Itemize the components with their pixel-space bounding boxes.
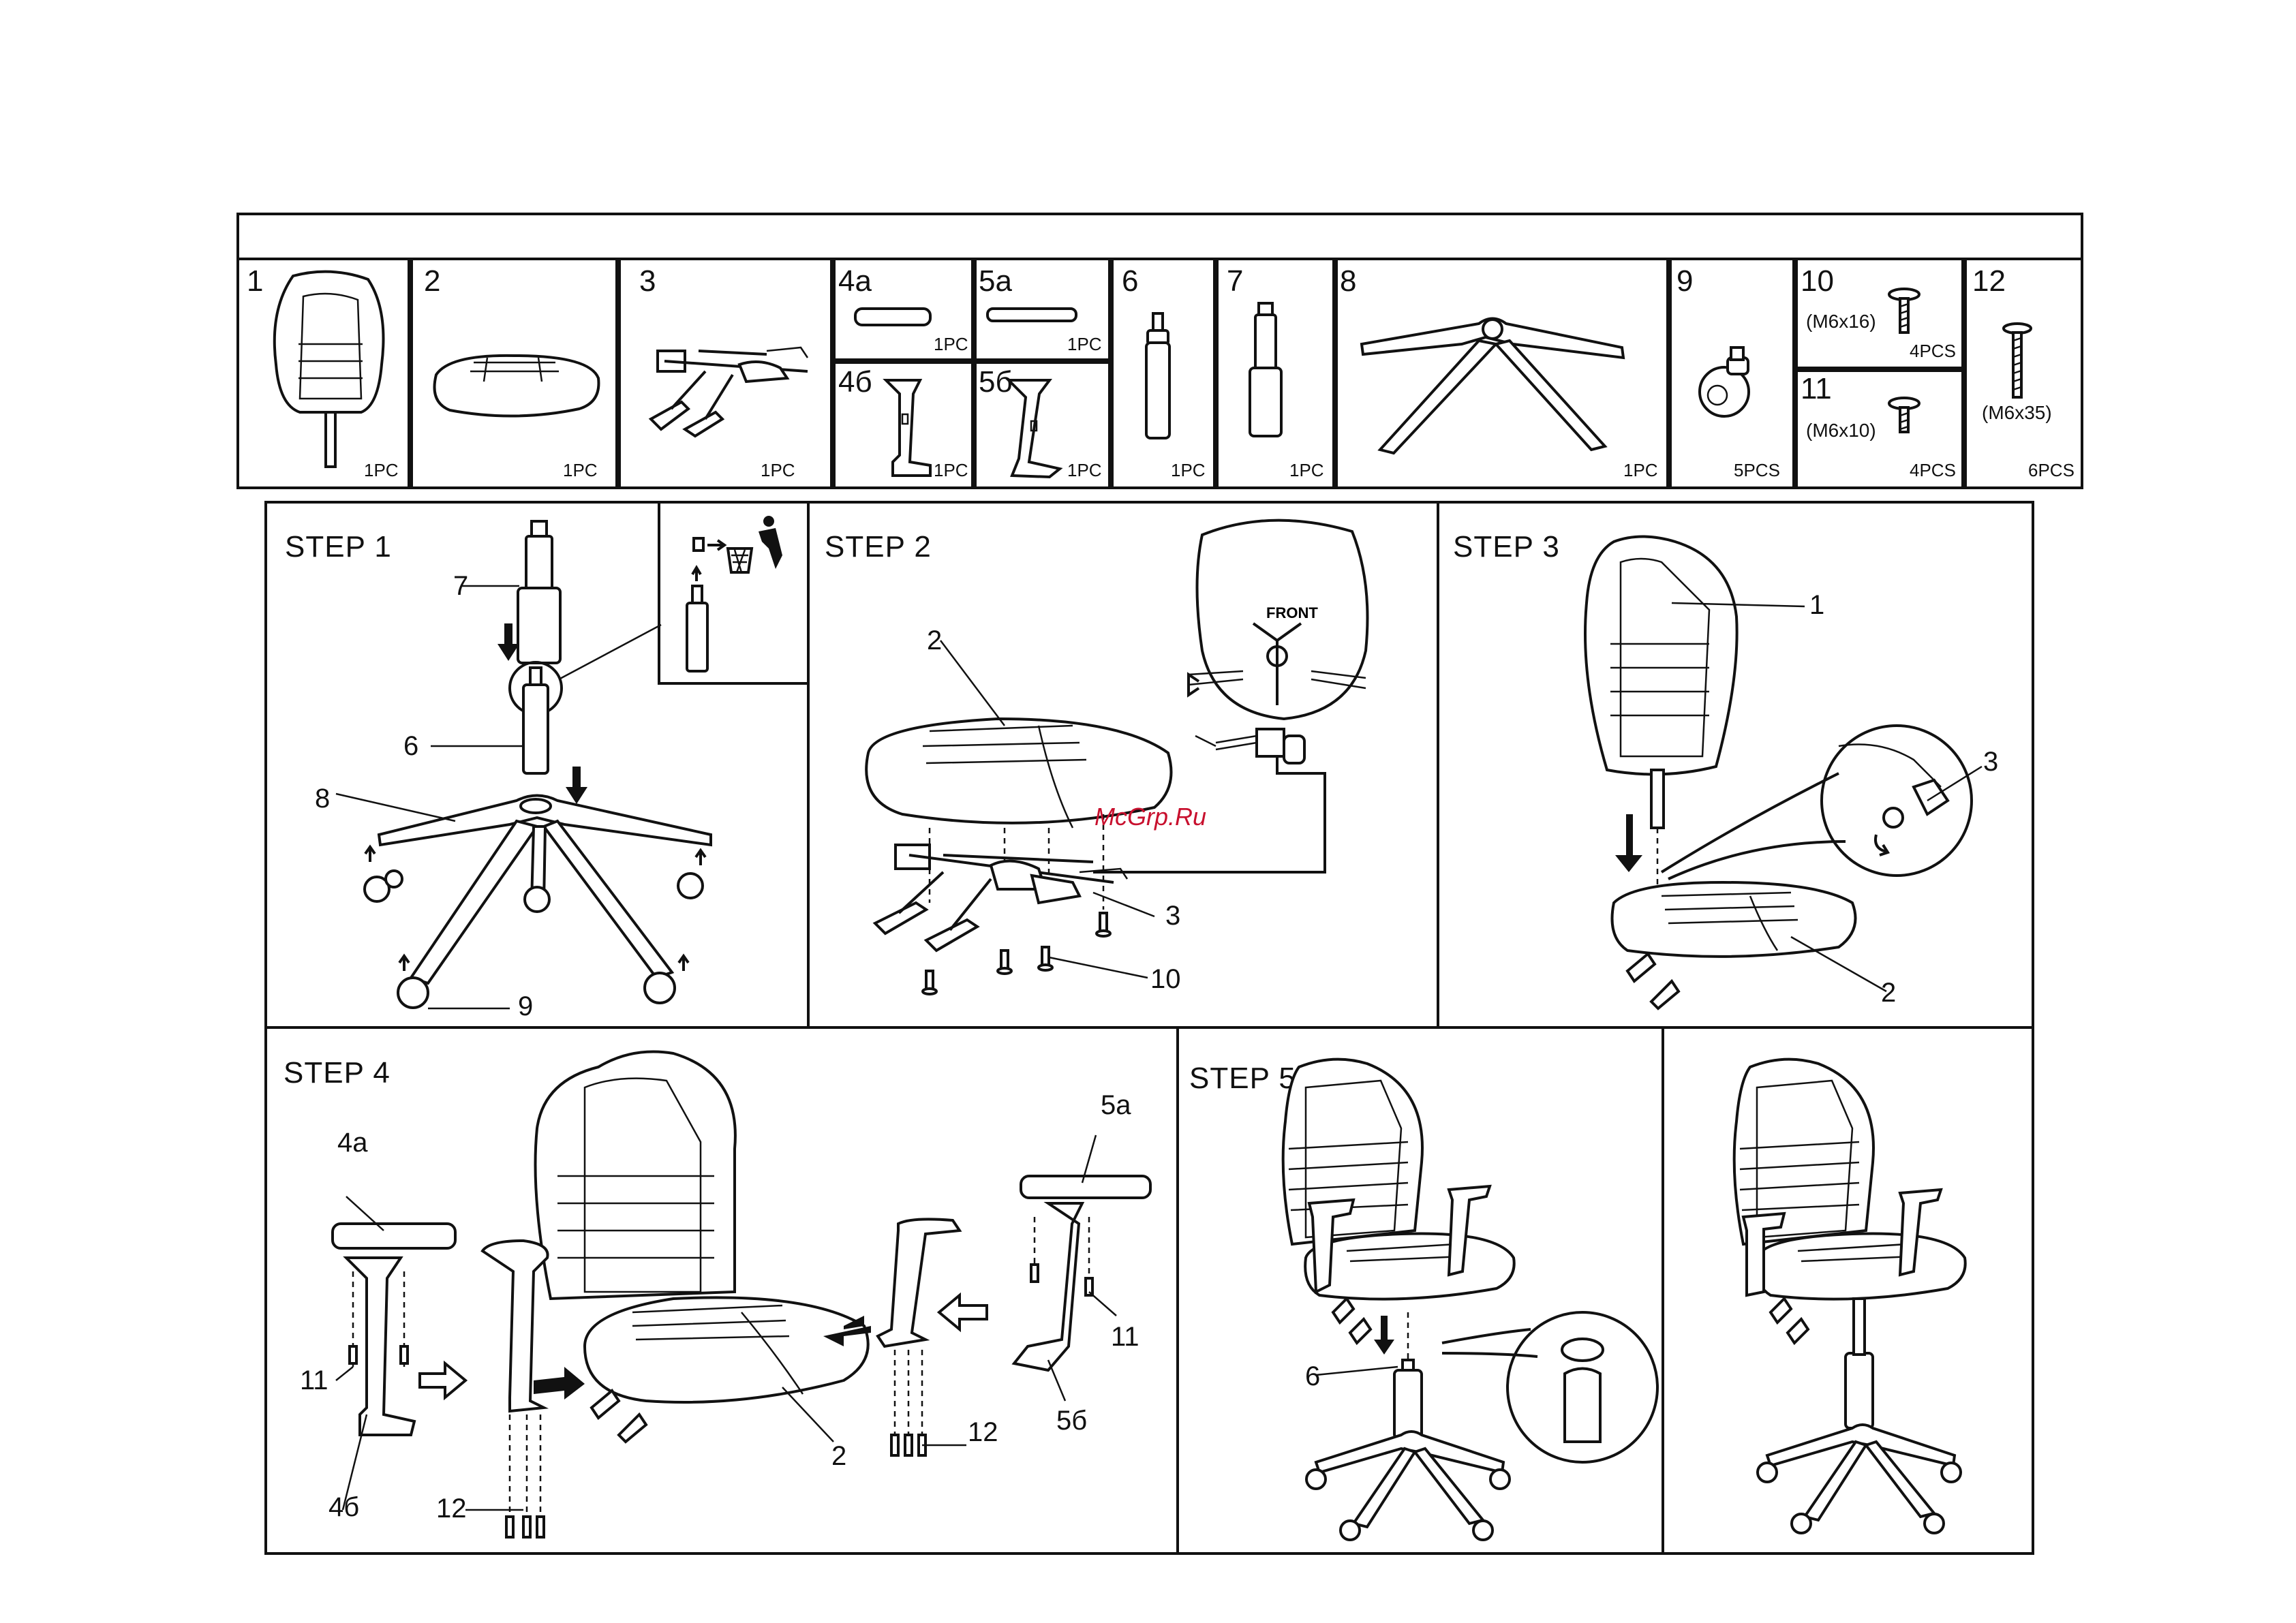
part-number-12: 12 [1972, 264, 2006, 298]
parts-divider [1666, 258, 1672, 489]
part-number-8: 8 [1340, 264, 1356, 298]
part-qty-9: 5PCS [1734, 460, 1780, 481]
parts-divider [1792, 367, 1963, 372]
part-number-9: 9 [1677, 264, 1693, 298]
backrest-illustration [266, 269, 395, 474]
step-4-callout-11-left: 11 [300, 1365, 328, 1396]
step-4-illustration [264, 1026, 1179, 1555]
part-number-4b: 4б [838, 365, 872, 399]
part-qty-3: 1PC [761, 460, 795, 481]
step-4-callout-5a: 5a [1101, 1090, 1131, 1121]
part-number-11: 11 [1801, 372, 1832, 406]
step-3-illustration [1437, 501, 2034, 1029]
caster-9-illustration [1690, 347, 1765, 422]
armrest-pad-5a-illustration [984, 305, 1080, 326]
part-qty-10: 4PCS [1910, 341, 1956, 362]
part-number-4a: 4a [838, 264, 872, 298]
part-number-3: 3 [639, 264, 656, 298]
part-spec-11: (M6x10) [1806, 420, 1876, 442]
parts-divider [1213, 258, 1219, 489]
step-4-callout-4b: 4б [328, 1492, 359, 1523]
part-spec-12: (M6x35) [1982, 402, 2052, 424]
parts-divider [971, 258, 977, 489]
parts-divider [830, 258, 836, 489]
part-number-1: 1 [247, 264, 263, 298]
part-qty-4a: 1PC [934, 334, 968, 355]
step-4-callout-11-right: 11 [1111, 1322, 1139, 1352]
step-2-callout-2: 2 [927, 625, 942, 656]
part-qty-8: 1PC [1623, 460, 1658, 481]
step-2-illustration: FRONT [807, 501, 1439, 1029]
part-qty-2: 1PC [563, 460, 598, 481]
step-3-callout-2: 2 [1881, 978, 1896, 1008]
part-number-7: 7 [1227, 264, 1243, 298]
step-5-illustration [1176, 1026, 1664, 1555]
parts-divider [1108, 258, 1114, 489]
step-3-callout-3: 3 [1983, 747, 1998, 777]
part-number-6: 6 [1122, 264, 1138, 298]
step-4-callout-12-right: 12 [968, 1417, 998, 1448]
step-1-callout-8: 8 [315, 784, 330, 814]
parts-divider [615, 258, 621, 489]
step-4-callout-4a: 4a [337, 1128, 368, 1158]
part-number-5a: 5a [979, 264, 1012, 298]
finished-chair-illustration [1662, 1026, 2034, 1555]
part-qty-5a: 1PC [1067, 334, 1102, 355]
mechanism-illustration [644, 337, 821, 439]
parts-divider [1961, 258, 1967, 489]
parts-divider [1792, 258, 1798, 489]
armrest-4b-illustration [879, 373, 940, 482]
base-8-illustration [1349, 310, 1636, 460]
screw-12-illustration [1997, 320, 2038, 402]
armrest-5b-illustration [998, 373, 1073, 482]
step-1-illustration [264, 501, 810, 1029]
cylinder-6-illustration [1138, 310, 1179, 446]
part-spec-10: (M6x16) [1806, 311, 1876, 333]
step-4-callout-2: 2 [831, 1441, 846, 1472]
armrest-pad-4a-illustration [852, 305, 934, 333]
step-1-callout-7: 7 [453, 571, 468, 602]
step-5-callout-6: 6 [1305, 1361, 1320, 1392]
parts-divider [408, 258, 413, 489]
front-label: FRONT [1266, 604, 1318, 621]
screw-11-illustration [1884, 394, 1925, 442]
step-2-callout-3: 3 [1165, 901, 1180, 931]
step-4-callout-5b: 5б [1056, 1406, 1087, 1436]
part-qty-11: 4PCS [1910, 460, 1956, 481]
step-1-callout-6: 6 [403, 731, 418, 762]
part-number-10: 10 [1801, 264, 1834, 298]
cover-7-illustration [1242, 300, 1289, 443]
step-1-callout-9: 9 [518, 991, 533, 1022]
parts-divider [830, 358, 1109, 364]
part-qty-7: 1PC [1289, 460, 1324, 481]
part-qty-12: 6PCS [2028, 460, 2075, 481]
screw-10-illustration [1884, 285, 1925, 339]
parts-divider [1332, 258, 1338, 489]
seat-illustration [423, 347, 607, 422]
watermark: McGrp.Ru [1095, 803, 1206, 831]
part-number-2: 2 [424, 264, 440, 298]
parts-table-header [236, 213, 2083, 260]
part-qty-6: 1PC [1171, 460, 1206, 481]
step-4-callout-12-left: 12 [436, 1494, 467, 1524]
step-3-callout-1: 1 [1809, 590, 1824, 621]
step-2-callout-10: 10 [1150, 964, 1181, 995]
